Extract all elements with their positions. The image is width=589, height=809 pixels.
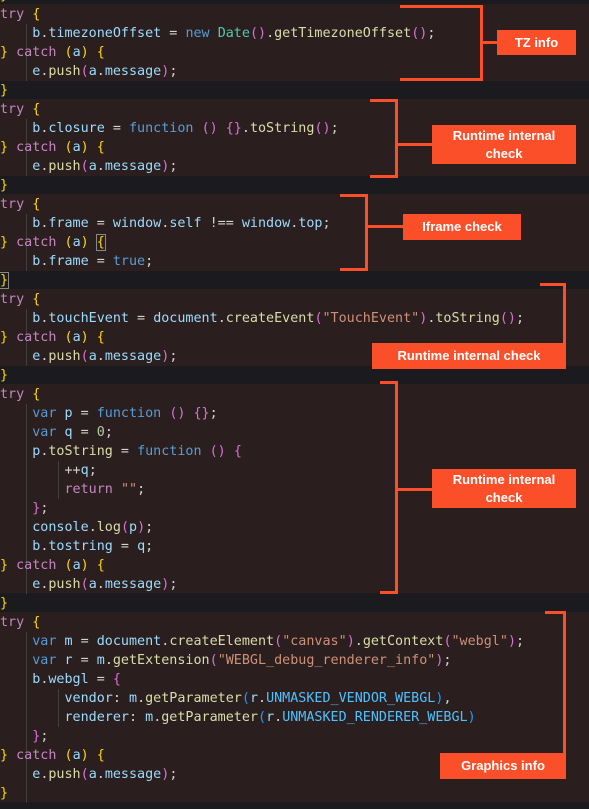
bracket-line xyxy=(365,194,368,271)
bracket-line xyxy=(563,283,566,343)
callout-runtime-check-3: Runtime internal check xyxy=(432,469,576,508)
code-line: ++q; xyxy=(0,463,97,478)
code-line: b.touchEvent = document.createEvent("Tou… xyxy=(32,311,525,326)
code-line: }; xyxy=(32,729,49,744)
code-line: } xyxy=(0,596,9,611)
code-line: p.toString = function () { xyxy=(32,444,242,459)
bracket-line xyxy=(540,283,566,286)
code-line: e.push(a.message); xyxy=(32,64,178,79)
code-line: b.webgl = { xyxy=(32,672,121,687)
bracket-line xyxy=(400,5,483,8)
code-line: try { xyxy=(0,292,41,307)
code-line: } catch (a) { xyxy=(0,234,106,251)
indent-guide xyxy=(58,461,59,499)
code-line: } xyxy=(0,786,9,801)
code-line: e.push(a.message); xyxy=(32,349,178,364)
bracket-line xyxy=(370,175,398,178)
code-line: } xyxy=(0,178,9,193)
callout-iframe-check: Iframe check xyxy=(403,214,521,240)
indent-guide xyxy=(26,404,27,594)
code-line: e.push(a.message); xyxy=(32,159,178,174)
indent-guide xyxy=(26,309,27,366)
bracket-line xyxy=(340,194,368,197)
callout-runtime-check-1: Runtime internal check xyxy=(432,125,576,164)
code-line: console.log(p); xyxy=(32,520,154,535)
code-line: e.push(a.message); xyxy=(32,577,178,592)
bracket-line xyxy=(398,488,432,491)
code-line: try { xyxy=(0,197,41,212)
code-line: vendor: m.getParameter(r.UNMASKED_VENDOR… xyxy=(64,691,452,706)
bracket-line xyxy=(483,41,497,44)
bracket-line xyxy=(368,225,403,228)
bracket-line xyxy=(400,78,483,81)
code-line: renderer: m.getParameter(r.UNMASKED_REND… xyxy=(64,710,476,725)
indent-guide xyxy=(26,24,27,81)
code-line: } catch (a) { xyxy=(0,748,105,763)
code-line: b.timezoneOffset = new Date().getTimezon… xyxy=(32,26,436,41)
code-line: } xyxy=(0,272,10,289)
code-line: } xyxy=(0,83,9,98)
indent-guide xyxy=(26,119,27,176)
code-line: b.frame = true; xyxy=(32,254,154,269)
code-line: b.frame = window.self !== window.top; xyxy=(32,216,331,231)
code-line: }; xyxy=(32,501,49,516)
code-line: var p = function () {}; xyxy=(32,406,218,421)
code-line: } xyxy=(0,0,589,5)
code-line: } catch (a) { xyxy=(0,45,105,60)
bracket-line xyxy=(395,381,398,594)
bracket-line xyxy=(380,591,398,594)
code-line: } catch (a) { xyxy=(0,140,105,155)
code-line: } catch (a) { xyxy=(0,558,105,573)
code-line: try { xyxy=(0,102,41,117)
bracket-line xyxy=(395,99,398,178)
bracket-line xyxy=(480,5,483,81)
bracket-line xyxy=(545,611,566,614)
bracket-line xyxy=(563,611,566,753)
indent-guide xyxy=(26,214,27,271)
code-line: try { xyxy=(0,7,41,22)
code-line: } catch (a) { xyxy=(0,330,105,345)
bracket-line xyxy=(398,143,432,146)
code-line: var m = document.createElement("canvas")… xyxy=(32,634,525,649)
code-line: e.push(a.message); xyxy=(32,767,178,782)
code-line: var q = 0; xyxy=(32,425,113,440)
callout-tz-info: TZ info xyxy=(497,30,576,55)
bracket-line xyxy=(380,381,398,384)
indent-guide xyxy=(26,632,27,803)
code-line: try { xyxy=(0,387,41,402)
bracket-line xyxy=(340,268,368,271)
callout-graphics-info: Graphics info xyxy=(440,753,566,779)
indent-guide xyxy=(58,689,59,727)
code-line: b.closure = function () {}.toString(); xyxy=(32,121,339,136)
callout-runtime-check-2: Runtime internal check xyxy=(372,343,566,369)
code-line: b.tostring = q; xyxy=(32,539,154,554)
code-line: try { xyxy=(0,615,41,630)
code-line: var r = m.getExtension("WEBGL_debug_rend… xyxy=(32,653,452,668)
code-line: } xyxy=(0,368,9,383)
code-line: return ""; xyxy=(64,482,146,497)
bracket-line xyxy=(370,99,398,102)
